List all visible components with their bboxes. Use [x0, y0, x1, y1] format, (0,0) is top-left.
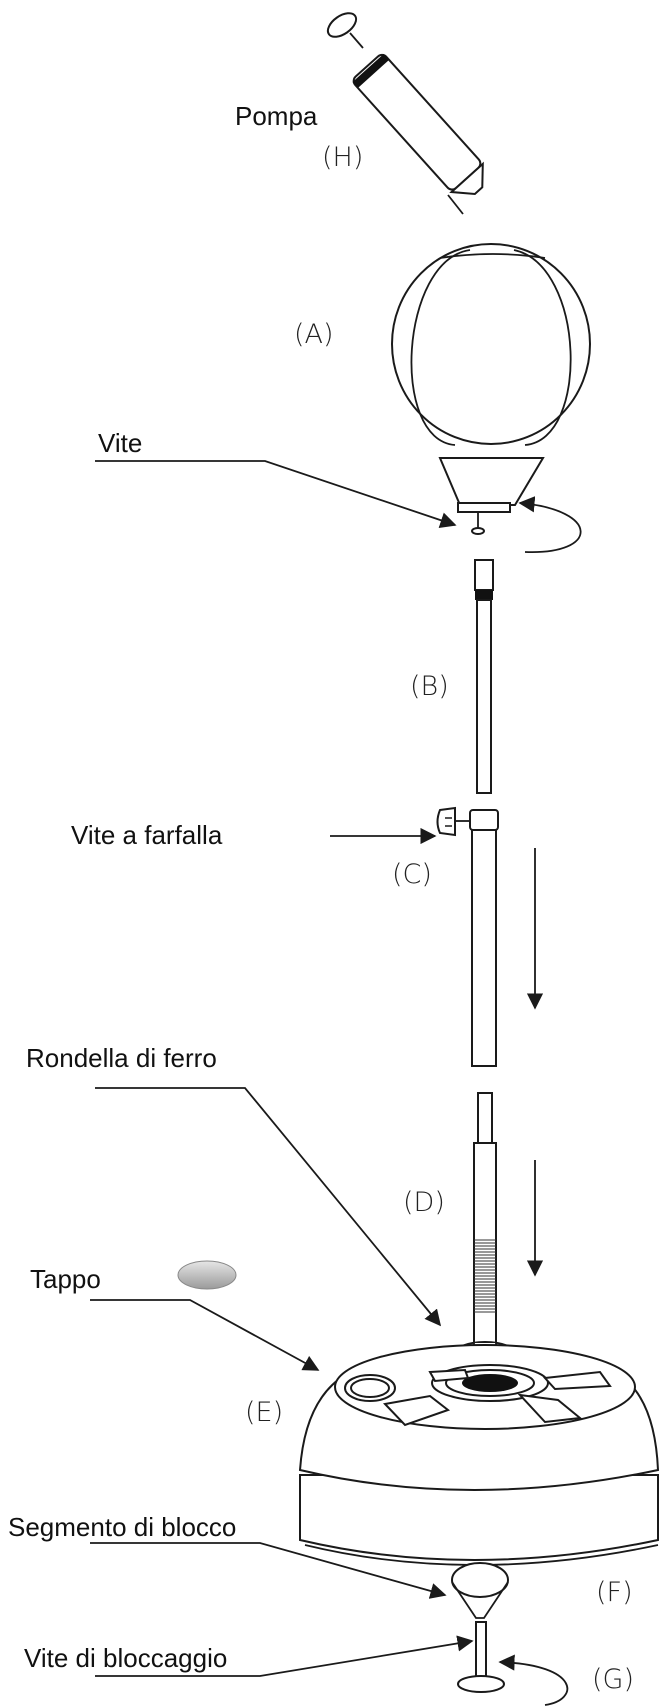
pole-d-icon	[452, 1092, 518, 1369]
letter-a: (A)	[294, 319, 334, 350]
label-segmento: Segmento di blocco	[8, 1512, 236, 1542]
pump-icon	[326, 12, 484, 215]
pole-b-icon	[474, 559, 494, 794]
base-icon	[298, 1344, 660, 1566]
cap-icon	[177, 1260, 237, 1290]
letter-e: (E)	[245, 1397, 283, 1428]
locking-screw-icon	[457, 1621, 569, 1706]
segment-icon	[451, 1562, 509, 1619]
letter-g: (G)	[592, 1664, 634, 1695]
label-pompa: Pompa	[235, 101, 318, 131]
label-vite-bloccaggio: Vite di bloccaggio	[24, 1643, 227, 1673]
ball-icon	[391, 243, 591, 553]
label-vite: Vite	[98, 428, 142, 458]
letter-b: (B)	[410, 671, 449, 702]
pole-c-icon	[436, 806, 499, 1067]
letter-c: (C)	[392, 859, 432, 890]
letter-d: (D)	[403, 1187, 445, 1218]
letter-f: (F)	[596, 1577, 633, 1608]
leader-lines	[90, 460, 474, 1677]
label-tappo: Tappo	[30, 1264, 101, 1294]
label-vite-farfalla: Vite a farfalla	[71, 820, 223, 850]
letter-h: (H)	[322, 142, 363, 173]
label-rondella: Rondella di ferro	[26, 1043, 217, 1073]
